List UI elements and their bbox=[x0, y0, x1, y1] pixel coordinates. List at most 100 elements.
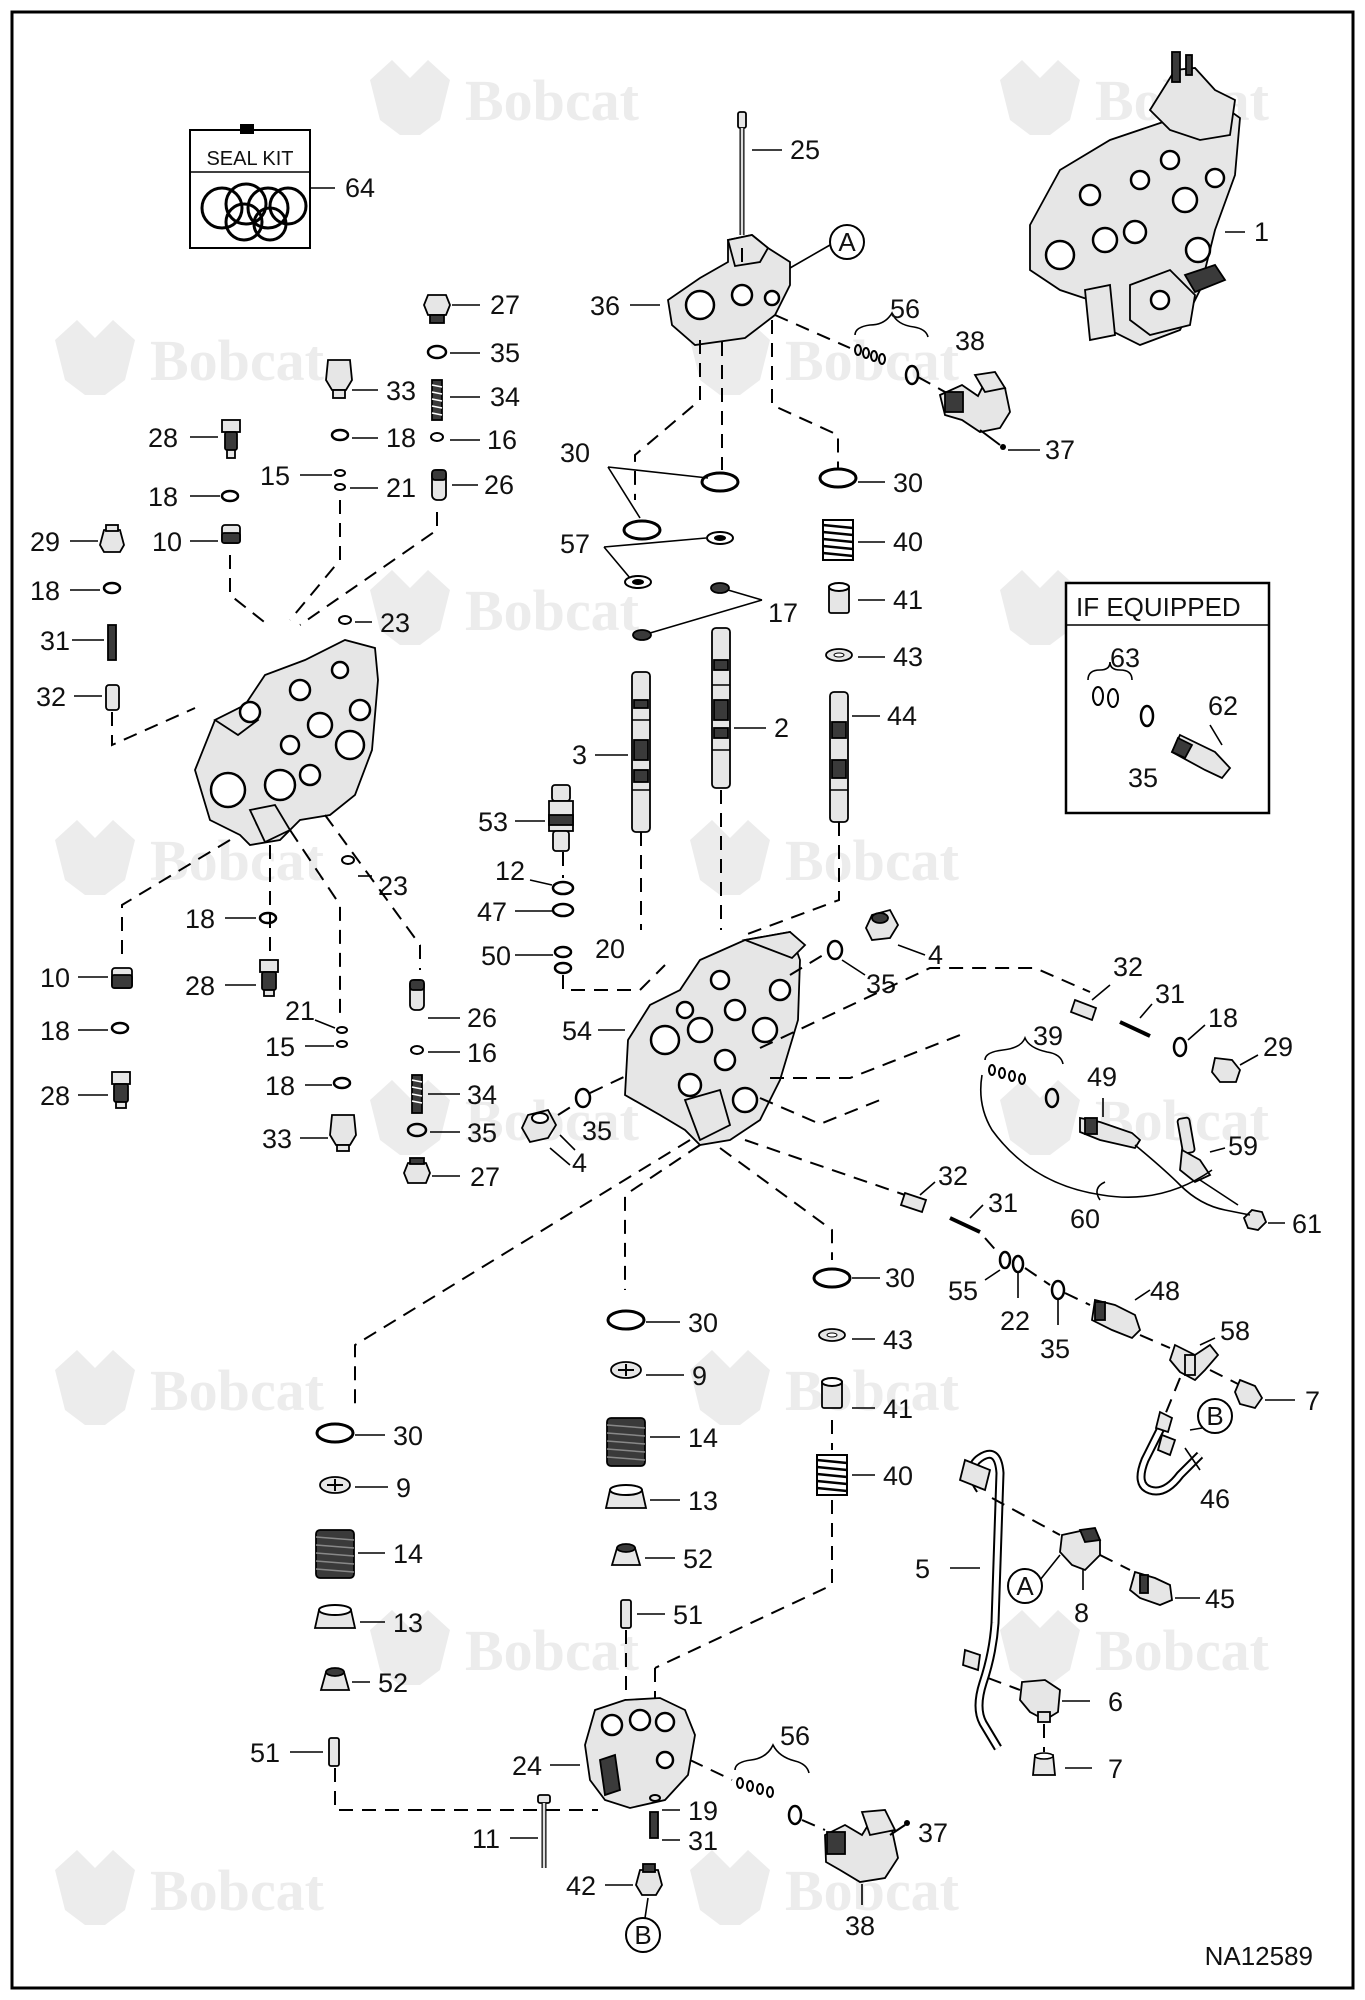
part-47-oring bbox=[551, 902, 575, 918]
part-49-cartridge bbox=[1079, 1116, 1142, 1150]
part-label-18-mid: 18 bbox=[148, 482, 178, 512]
part-32-poppet-right-a bbox=[1069, 998, 1098, 1022]
part-label-55: 55 bbox=[948, 1276, 978, 1306]
part-label-21-lower: 21 bbox=[285, 996, 315, 1026]
part-18-oring-right bbox=[1172, 1036, 1188, 1058]
part-23-seal-top bbox=[338, 615, 352, 625]
part-label-13-center: 13 bbox=[688, 1486, 718, 1516]
part-label-23-top: 23 bbox=[380, 608, 410, 638]
callout-b-bottom bbox=[625, 1917, 661, 1953]
callout-a-top-label: A bbox=[838, 227, 856, 257]
part-30-oring-b bbox=[700, 471, 740, 493]
part-10-plug-lower bbox=[111, 967, 133, 989]
part-label-18-right: 18 bbox=[1208, 1003, 1238, 1033]
part-29-fitting-left bbox=[99, 524, 125, 553]
part-35-oring-left bbox=[574, 1087, 592, 1109]
part-55-oring bbox=[998, 1250, 1012, 1270]
part-41-spring-seat-top bbox=[828, 582, 850, 614]
part-label-27-top: 27 bbox=[490, 290, 520, 320]
watermark: Bobcat bbox=[55, 820, 325, 895]
part-4-plug-top bbox=[865, 908, 900, 941]
part-label-32-left: 32 bbox=[36, 682, 66, 712]
part-label-31-left: 31 bbox=[40, 626, 70, 656]
part-56-seal-set-top bbox=[774, 311, 946, 393]
part-7-cap-right bbox=[1234, 1378, 1264, 1410]
part-label-51-center: 51 bbox=[673, 1600, 703, 1630]
part-27-plug-top bbox=[423, 294, 451, 324]
part-label-64: 64 bbox=[345, 173, 375, 203]
part-23-seal-bottom bbox=[341, 855, 355, 865]
part-label-48: 48 bbox=[1150, 1276, 1180, 1306]
part-14-spring-center bbox=[606, 1417, 646, 1467]
part-18-oring-lower-c bbox=[332, 1076, 352, 1090]
part-label-7-bottom: 7 bbox=[1108, 1754, 1123, 1784]
part-label-18-top: 18 bbox=[386, 423, 416, 453]
part-37-screw-top bbox=[979, 429, 1006, 450]
part-57-seal-a bbox=[624, 575, 652, 589]
part-label-32-right-a: 32 bbox=[1113, 952, 1143, 982]
left-valve-section bbox=[194, 639, 379, 846]
part-label-54: 54 bbox=[562, 1016, 592, 1046]
part-22-oring bbox=[1011, 1254, 1025, 1274]
part-31-spring-right-a bbox=[1119, 1020, 1151, 1038]
part-label-58: 58 bbox=[1220, 1316, 1250, 1346]
part-52-poppet-left bbox=[319, 1667, 351, 1691]
part-15-oring-lower bbox=[336, 1040, 348, 1048]
part-label-46: 46 bbox=[1200, 1484, 1230, 1514]
part-label-52-center: 52 bbox=[683, 1544, 713, 1574]
part-38-solenoid-top bbox=[938, 371, 1011, 433]
callout-b-bottom-label: B bbox=[634, 1920, 651, 1950]
part-59-solenoid-connector bbox=[1176, 1116, 1212, 1184]
part-label-24: 24 bbox=[512, 1751, 542, 1781]
part-32-poppet-left bbox=[105, 684, 120, 711]
part-33-plug-top bbox=[325, 359, 353, 399]
part-label-36: 36 bbox=[590, 291, 620, 321]
part-44-spool bbox=[829, 691, 849, 823]
part-58-tee-fitting bbox=[1168, 1343, 1220, 1382]
part-30-oring-a bbox=[622, 519, 662, 541]
callout-a-bottom bbox=[1007, 1568, 1043, 1604]
part-6-elbow bbox=[1019, 1679, 1061, 1723]
part-35-oring-right-b bbox=[1050, 1279, 1066, 1301]
part-label-62: 62 bbox=[1208, 691, 1238, 721]
part-label-8: 8 bbox=[1074, 1598, 1089, 1628]
part-35-oring-right-a bbox=[826, 939, 844, 961]
part-label-23-bottom: 23 bbox=[378, 871, 408, 901]
part-18-oring-lower-b bbox=[110, 1021, 130, 1035]
part-label-57: 57 bbox=[560, 529, 590, 559]
part-label-28-lower-a: 28 bbox=[185, 971, 215, 1001]
part-label-30-lower-right: 30 bbox=[885, 1263, 915, 1293]
watermark: Bobcat bbox=[690, 820, 960, 895]
part-label-10-top: 10 bbox=[152, 527, 182, 557]
part-label-35-right-b: 35 bbox=[1040, 1334, 1070, 1364]
part-16-oring-top bbox=[430, 432, 444, 442]
part-label-50: 50 bbox=[481, 941, 511, 971]
part-label-29-right: 29 bbox=[1263, 1032, 1293, 1062]
part-21-oring-lower bbox=[336, 1026, 348, 1034]
part-label-14-center: 14 bbox=[688, 1423, 718, 1453]
part-label-40-top: 40 bbox=[893, 527, 923, 557]
part-label-5: 5 bbox=[915, 1554, 930, 1584]
part-35-oring-top bbox=[426, 344, 448, 360]
part-14-spring-left bbox=[315, 1529, 355, 1579]
part-label-52-left: 52 bbox=[378, 1668, 408, 1698]
svg-text:Bobcat: Bobcat bbox=[465, 578, 640, 643]
svg-text:Bobcat: Bobcat bbox=[150, 1358, 325, 1423]
part-label-30-left-lower: 30 bbox=[393, 1421, 423, 1451]
part-28-plug-top bbox=[221, 419, 241, 459]
part-54-main-valve-section bbox=[624, 930, 807, 1146]
part-30-oring-e bbox=[606, 1309, 646, 1331]
part-label-63: 63 bbox=[1110, 643, 1140, 673]
assembled-control-valve bbox=[1029, 51, 1241, 346]
part-label-35-lower: 35 bbox=[467, 1118, 497, 1148]
part-8-tee-fitting bbox=[1059, 1527, 1102, 1572]
part-label-18-lower-a: 18 bbox=[185, 904, 215, 934]
part-label-59: 59 bbox=[1228, 1131, 1258, 1161]
part-31-spring-right-b bbox=[949, 1216, 981, 1234]
part-7-cap-bottom bbox=[1032, 1752, 1056, 1776]
part-label-26-lower: 26 bbox=[467, 1003, 497, 1033]
part-label-35: 35 bbox=[1128, 763, 1158, 793]
part-label-40-bottom: 40 bbox=[883, 1461, 913, 1491]
part-label-17: 17 bbox=[768, 598, 798, 628]
watermark: Bobcat bbox=[370, 570, 640, 645]
